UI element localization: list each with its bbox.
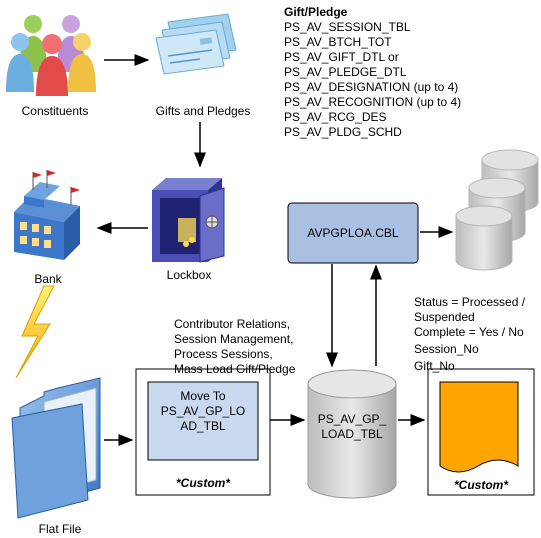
- lightning-icon: [15, 285, 55, 379]
- status-note: Status = Processed /: [414, 295, 526, 309]
- move-box-line: Move To: [180, 389, 226, 403]
- status-note: Complete = Yes / No: [414, 325, 524, 339]
- table-name: PS_AV_PLEDGE_DTL: [284, 65, 407, 79]
- table-name: PS_AV_RCG_DES: [284, 110, 387, 124]
- table-name: PS_AV_RECOGNITION (up to 4): [284, 95, 462, 109]
- move-box-line: PS_AV_GP_LO: [160, 404, 246, 418]
- table-name: PS_AV_PLDG_SCHD: [284, 125, 402, 139]
- gift-pledge-table-list: PS_AV_SESSION_TBL PS_AV_BTCH_TOT PS_AV_G…: [284, 20, 461, 140]
- move-box-caption: *Custom*: [175, 476, 230, 490]
- load-table-cylinder: [307, 369, 397, 499]
- database-cylinders-icon: [455, 149, 539, 271]
- gifts-and-pledges-label: Gifts and Pledges: [155, 104, 251, 118]
- bank-label: Bank: [34, 272, 62, 286]
- flow-arrows: [96, 54, 454, 446]
- contributor-note: Mass Load Gift/Pledge: [174, 362, 296, 376]
- move-box: [147, 381, 259, 461]
- lockbox-icon: [152, 178, 225, 263]
- bank-icon: [14, 170, 80, 260]
- output-caption: *Custom*: [453, 478, 508, 492]
- status-note: Gift_No: [414, 359, 455, 373]
- move-box-text: Move To PS_AV_GP_LO AD_TBL: [148, 389, 258, 434]
- load-table-line: PS_AV_GP_: [317, 412, 387, 426]
- status-note: Suspended: [414, 310, 475, 324]
- table-name: PS_AV_GIFT_DTL or: [284, 50, 399, 64]
- status-note: Session_No: [414, 342, 479, 356]
- contributor-note: Contributor Relations,: [174, 317, 291, 331]
- status-notes: Status = Processed / Suspended Complete …: [414, 295, 525, 374]
- contributor-notes: Contributor Relations, Session Managemen…: [174, 317, 295, 377]
- move-box-line: AD_TBL: [180, 419, 226, 433]
- load-table-text: PS_AV_GP_ LOAD_TBL: [308, 412, 396, 442]
- contributor-note: Session Management,: [174, 332, 294, 346]
- program-box-label: AVPGPLOA.CBL: [307, 226, 399, 240]
- folder-icon: [11, 377, 101, 519]
- table-name: PS_AV_SESSION_TBL: [284, 20, 411, 34]
- gift-pledge-title: Gift/Pledge: [284, 5, 348, 19]
- contributor-note: Process Sessions,: [174, 347, 273, 361]
- table-name: PS_AV_DESIGNATION (up to 4): [284, 80, 459, 94]
- constituents-icon: [6, 15, 96, 96]
- lockbox-label: Lockbox: [166, 268, 212, 282]
- flat-file-label: Flat File: [38, 522, 82, 536]
- gifts-and-pledges-icon: [155, 13, 237, 75]
- load-table-line: LOAD_TBL: [321, 427, 383, 441]
- document-icon: [439, 381, 519, 473]
- table-name: PS_AV_BTCH_TOT: [284, 35, 392, 49]
- program-box: [287, 202, 419, 264]
- constituents-label: Constituents: [21, 104, 89, 118]
